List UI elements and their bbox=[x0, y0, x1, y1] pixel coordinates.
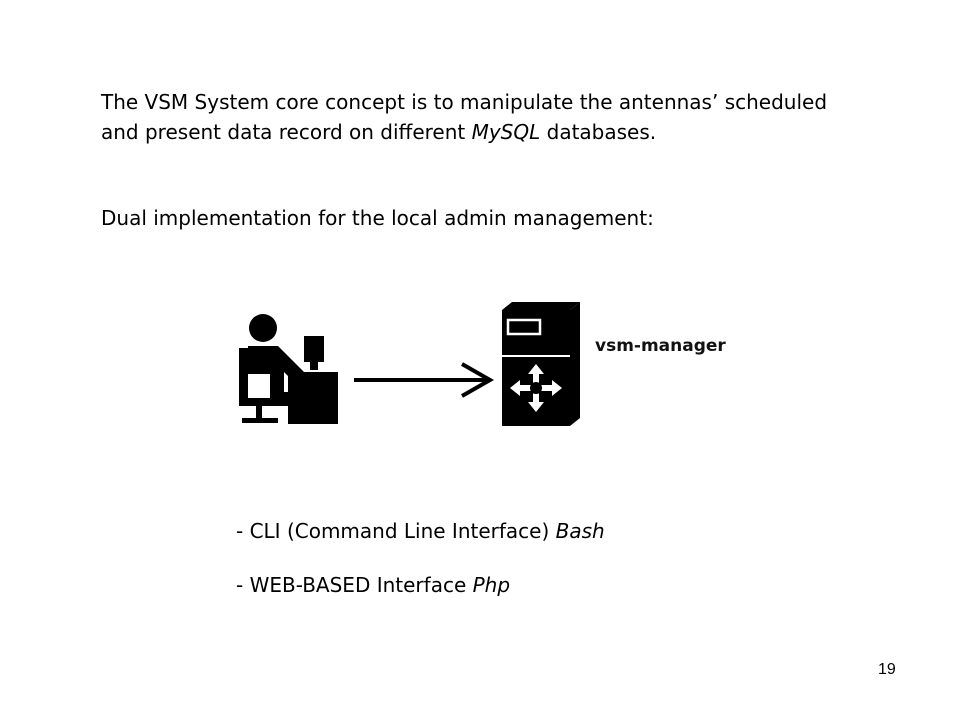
list-item-cli: - CLI (Command Line Interface) Bash bbox=[236, 516, 605, 546]
dual-implementation-heading: Dual implementation for the local admin … bbox=[101, 206, 654, 230]
page-number: 19 bbox=[878, 661, 896, 678]
list-item-web: - WEB-BASED Interface Php bbox=[236, 570, 605, 600]
intro-text: The VSM System core concept is to manipu… bbox=[101, 90, 828, 144]
intro-italic-term: MySQL bbox=[471, 120, 541, 144]
list-item-text: - CLI (Command Line Interface) bbox=[236, 519, 556, 543]
intro-paragraph: The VSM System core concept is to manipu… bbox=[101, 87, 861, 147]
list-item-language: Php bbox=[472, 573, 511, 597]
diagram-graphic bbox=[239, 302, 580, 426]
user-at-computer-icon bbox=[239, 314, 338, 424]
list-item-language: Bash bbox=[555, 519, 605, 543]
architecture-diagram: vsm-manager bbox=[230, 300, 730, 435]
right-arrow-icon bbox=[354, 362, 495, 398]
list-item-text: - WEB-BASED Interface bbox=[236, 573, 473, 597]
intro-text-end: databases. bbox=[540, 120, 657, 144]
server-tower-icon bbox=[502, 302, 580, 426]
server-label: vsm-manager bbox=[595, 336, 726, 356]
implementation-list: - CLI (Command Line Interface) Bash - WE… bbox=[236, 516, 605, 600]
